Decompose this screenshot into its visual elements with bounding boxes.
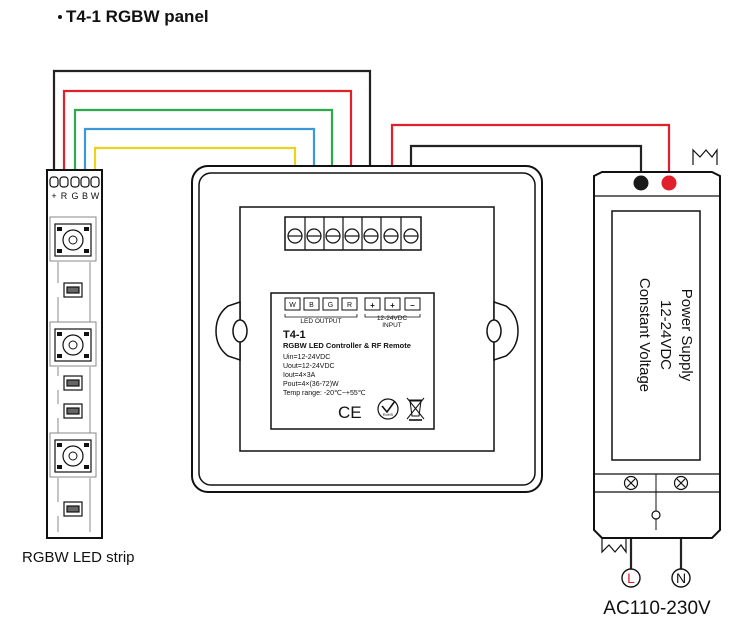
strip-pin-label: W: [91, 191, 100, 201]
neutral-label: N: [676, 570, 686, 586]
terminal-screw: [306, 228, 322, 244]
led-output-label: LED OUTPUT: [300, 318, 341, 325]
strip-pin-positive: [49, 176, 59, 188]
input-bracket: [364, 314, 421, 318]
output-bracket: [284, 314, 358, 318]
neutral-terminal-symbol: N: [671, 568, 691, 588]
terminal-screw: [287, 228, 303, 244]
strip-pin-label: B: [82, 191, 88, 201]
psu-positive-terminal: [661, 175, 677, 191]
terminal-screw: [344, 228, 360, 244]
strip-pin-g: [70, 176, 80, 188]
psu-line: Power Supply: [678, 289, 695, 382]
psu-bottom-tab: [601, 537, 627, 554]
mounting-hole-left: [215, 300, 248, 362]
strip-pin-b: [80, 176, 90, 188]
label-output-terminals: [284, 297, 358, 311]
resistor: [63, 403, 83, 419]
rohs-text: RoHS: [383, 413, 394, 417]
live-terminal-symbol: L: [621, 568, 641, 588]
title-bullet: [58, 15, 62, 19]
strip-traces: [57, 262, 91, 532]
strip-pins: [49, 176, 100, 188]
weee-bin-icon: [406, 397, 425, 421]
live-label: L: [627, 570, 635, 586]
spec-line: Uin=12-24VDC: [283, 354, 330, 361]
input-voltage-label: 12-24VDC: [377, 315, 408, 322]
label-terminal-plus: +: [390, 301, 395, 310]
label-terminal-w: W: [289, 302, 296, 309]
label-terminal-plus: +: [370, 301, 375, 310]
controller-panel: W B G R + + – LED OUTPUT 12-24VDC INPUT …: [191, 165, 543, 493]
rohs-icon: RoHS: [377, 398, 399, 420]
terminal-screw: [325, 228, 341, 244]
resistor: [63, 282, 83, 298]
led-chip: [49, 432, 97, 478]
led-chip: [49, 216, 97, 262]
wire-strip-positive: [52, 69, 372, 228]
strip-pin-r: [59, 176, 69, 188]
model-number: T4-1: [283, 329, 306, 341]
terminal-screw: [383, 228, 399, 244]
psu-ac-terminal-n: [673, 475, 689, 491]
spec-line: Iout=4×3A: [283, 372, 316, 379]
terminal-screw: [403, 228, 419, 244]
ce-mark: CE: [338, 403, 362, 422]
product-label: [270, 292, 435, 430]
ac-voltage-label: AC110-230V: [603, 598, 711, 619]
psu-label-panel: [611, 210, 701, 461]
input-label: INPUT: [382, 322, 402, 329]
wire-strip-red: [62, 89, 353, 228]
psu-negative-terminal: [633, 175, 649, 191]
strip-pin-label: +: [51, 191, 56, 201]
label-terminal-b: B: [309, 302, 314, 309]
terminal-block: [284, 216, 422, 251]
strip-pin-label: G: [71, 191, 78, 201]
label-input-terminals: [364, 297, 421, 311]
strip-pin-w: [90, 176, 100, 188]
terminal-screw: [363, 228, 379, 244]
led-strip: + R G B W: [46, 169, 103, 539]
psu-line: 12-24VDC: [657, 300, 674, 370]
mounting-hole-right: [486, 300, 519, 362]
strip-pin-label: R: [61, 191, 68, 201]
resistor: [63, 501, 83, 517]
psu-line: Constant Voltage: [636, 278, 653, 392]
led-chip: [49, 321, 97, 367]
label-terminal-minus: –: [410, 301, 415, 310]
psu-top-tab: [692, 148, 718, 165]
spec-line: Uout=12-24VDC: [283, 363, 335, 370]
spec-line: Temp range: -20℃~+55℃: [283, 390, 366, 397]
power-supply: Power Supply 12-24VDC Constant Voltage: [593, 148, 721, 554]
led-strip-caption: RGBW LED strip: [22, 549, 135, 566]
controller-description: RGBW LED Controller & RF Remote: [283, 341, 411, 350]
label-terminal-r: R: [347, 302, 352, 309]
psu-ac-terminal-l: [623, 475, 639, 491]
label-terminal-g: G: [328, 302, 333, 309]
resistor: [63, 375, 83, 391]
diagram-title: T4-1 RGBW panel: [66, 7, 209, 26]
spec-line: Pout=4×(36-72)W: [283, 381, 339, 388]
